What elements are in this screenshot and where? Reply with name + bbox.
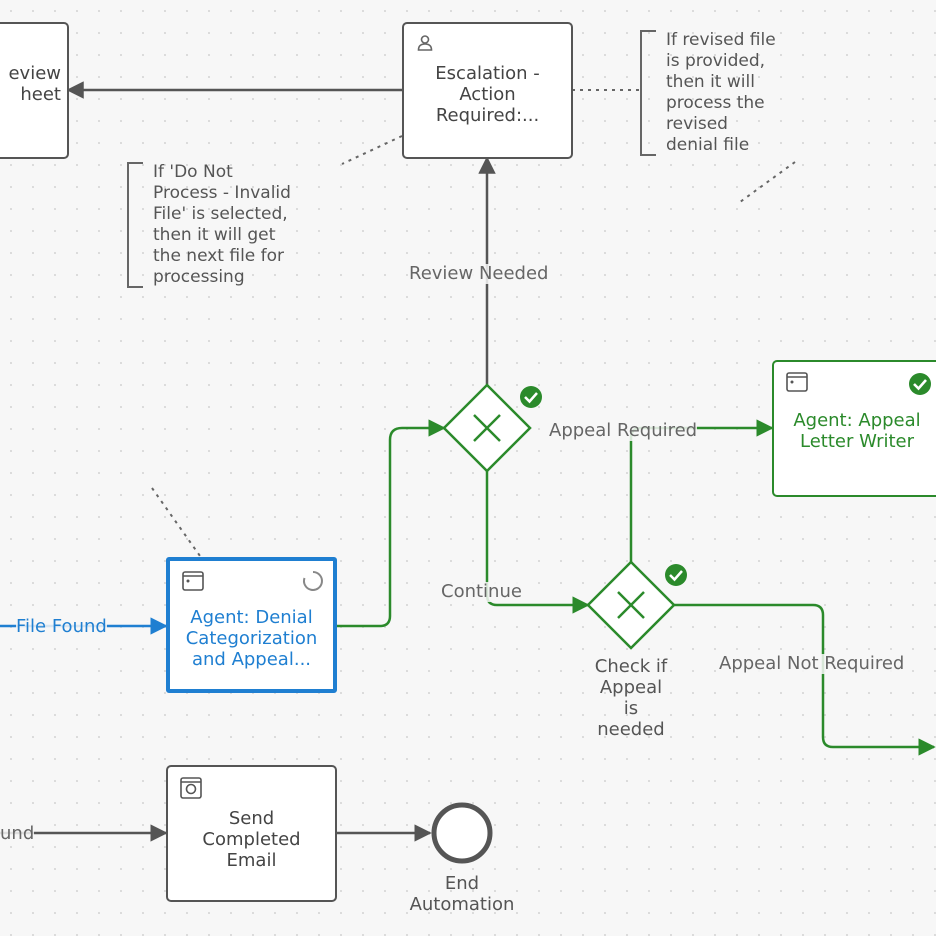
edge-appeal-required[interactable] [629,419,774,562]
gateway-caption: Check if Appeal is needed [594,656,668,740]
agent-task-icon [786,372,808,397]
task-review-sheet[interactable]: eview heet [0,22,69,159]
task-label: Agent: Appeal Letter Writer [793,410,921,452]
task-escalation[interactable]: Escalation - Action Required:... [402,22,573,159]
task-label: Agent: Denial Categorization and Appeal.… [185,606,318,670]
edge-label-file-found: File Found [16,616,107,637]
check-circle-icon [908,372,932,401]
task-label-line: eview [8,62,61,84]
check-circle-icon [520,386,542,408]
association-line [341,135,403,165]
edge-categorization-to-gateway[interactable] [336,419,446,628]
gateway-check-appeal[interactable] [586,560,687,650]
task-send-completed-email[interactable]: Send Completed Email [166,765,337,902]
end-event-caption: End Automation [409,873,515,915]
agent-task-icon [182,571,204,596]
script-task-icon [180,777,202,804]
spinner-icon [301,569,325,598]
gateway-review[interactable] [442,383,542,473]
edge-label-not-found: und [0,823,35,844]
user-icon [416,34,434,57]
edge-appeal-not-required[interactable] [674,603,936,756]
task-appeal-letter-writer[interactable]: Agent: Appeal Letter Writer [772,360,936,497]
task-label: Escalation - Action Required:... [435,63,540,126]
check-circle-icon [665,564,687,586]
end-event-icon[interactable] [431,802,493,864]
task-denial-categorization[interactable]: Agent: Denial Categorization and Appeal.… [166,557,337,693]
annotation-revised-file[interactable]: If revised file is provided, then it wil… [640,30,776,156]
edge-label-appeal-required: Appeal Required [549,420,698,441]
edge-label-continue: Continue [441,581,522,602]
association-line [151,487,201,557]
task-label-line: heet [20,83,61,105]
annotation-do-not-process[interactable]: If 'Do Not Process - Invalid File' is se… [127,162,291,288]
edge-label-appeal-not-required: Appeal Not Required [719,653,905,674]
association-line [739,161,796,203]
edge-label-review-needed: Review Needed [409,263,549,284]
task-label: Send Completed Email [202,808,301,871]
